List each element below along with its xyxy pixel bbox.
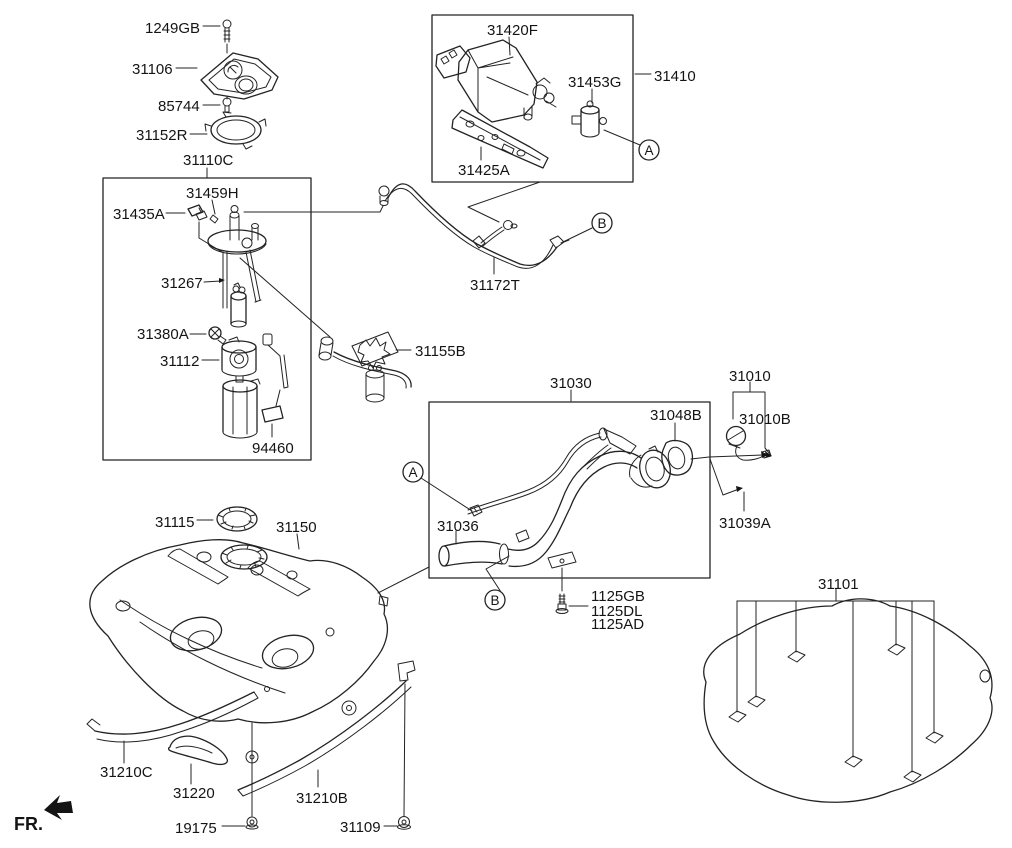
pin-31459H (209, 199, 219, 224)
marker-A-top-circle (638, 139, 660, 161)
part-label-31155B: 31155B (415, 343, 466, 360)
assembly-box-31030 (428, 401, 711, 579)
plate-31106 (175, 52, 279, 100)
part-label-31267: 31267 (161, 275, 203, 292)
screw-85744-icon (202, 95, 232, 113)
part-label-31101: 31101 (818, 576, 859, 593)
bolt-1125-icon (555, 593, 589, 614)
part-label-31010B: 31010B (739, 411, 791, 428)
part-label-1125DL: 1125DL (591, 603, 642, 620)
leader-box-to-tank (377, 566, 430, 594)
part-label-31152R: 31152R (136, 127, 188, 144)
part-label-31380A: 31380A (137, 326, 189, 343)
part-label-94460: 94460 (252, 440, 294, 457)
part-label-31106: 31106 (132, 61, 173, 78)
valve-31453G (571, 88, 607, 138)
part-label-31410: 31410 (654, 68, 696, 85)
seal-ring-31115 (196, 506, 258, 532)
reservoir-cup (222, 378, 261, 439)
bracket-plate-31425A (451, 109, 549, 169)
tank-strap-31210C (86, 691, 259, 764)
marker-A-left-label: A (408, 465, 417, 480)
canister-valve-fittings (523, 77, 557, 121)
breather-valve (583, 427, 637, 470)
part-label-31048B: 31048B (650, 407, 702, 424)
front-direction-label: FR. (14, 814, 43, 834)
filler-head (629, 445, 671, 489)
filler-pipe-assembly (467, 432, 642, 592)
screw-1249GB-icon (202, 19, 232, 54)
part-label-31210C: 31210C (100, 764, 153, 781)
nut-31109-icon (383, 683, 411, 830)
leader-gasket-to-neck (690, 454, 764, 460)
leader-box-to-tube (467, 181, 541, 223)
part-label-31036: 31036 (437, 518, 479, 535)
tube-assembly-31155B (318, 331, 412, 403)
marker-B-top-circle (591, 212, 613, 234)
part-label-31030: 31030 (550, 375, 592, 392)
leader-pump-to-tube (243, 205, 384, 213)
part-label-85744: 85744 (158, 98, 200, 115)
canister-bracket-block (435, 45, 471, 79)
heat-protector-31220 (167, 735, 228, 785)
leader-31039A (709, 458, 745, 512)
part-label-1125AD: 1125AD (591, 616, 644, 633)
part-label-31172T: 31172T (470, 277, 520, 294)
marker-B-top-label: B (597, 216, 606, 231)
fuel-filter-31112 (201, 336, 257, 383)
part-label-31109: 31109 (340, 819, 381, 836)
filler-hose-31036 (438, 530, 509, 567)
canister-31420F (457, 36, 538, 123)
part-label-31425A: 31425A (458, 162, 510, 179)
pump-plate-assembly (207, 205, 267, 309)
assembly-box-31410 (431, 14, 634, 183)
leader-markerA-top (603, 129, 641, 146)
marker-B-bottom (484, 555, 510, 611)
part-label-1125GB: 1125GB (591, 588, 645, 605)
part-label-31210B: 31210B (296, 790, 348, 807)
part-label-31150: 31150 (276, 519, 317, 536)
nut-19175-icon (221, 722, 259, 830)
marker-A-top-label: A (644, 143, 653, 158)
clip-31435A (165, 204, 223, 253)
fuel-sender-94460 (261, 333, 289, 438)
part-label-31459H: 31459H (186, 185, 239, 202)
leader-markerB-top (560, 227, 593, 244)
part-label-19175: 19175 (175, 820, 217, 837)
vapor-tube-31172T (378, 183, 570, 275)
part-label-31453G: 31453G (568, 74, 621, 91)
fuel-tank-31150 (89, 539, 389, 724)
lock-ring-31152R (189, 111, 267, 150)
part-labels: 1249GB 31106 85744 31152R 31110C 31459H … (100, 20, 859, 837)
grommet-31380A (189, 326, 227, 345)
assembly-box-31110C (102, 177, 312, 461)
part-label-31435A: 31435A (113, 206, 165, 223)
part-label-31420F: 31420F (487, 22, 538, 39)
part-label-31010: 31010 (729, 368, 771, 385)
part-label-31115: 31115 (155, 514, 195, 531)
protector-pad-31101 (703, 588, 993, 803)
leader-31267 (203, 278, 225, 283)
fuel-cap-31010B (725, 425, 768, 461)
part-label-31112: 31112 (160, 353, 200, 370)
gasket-31048B (661, 422, 694, 476)
part-label-1249GB: 1249GB (145, 20, 200, 37)
front-direction-arrow-icon (44, 795, 73, 820)
part-label-31220: 31220 (173, 785, 215, 802)
tank-strap-31210B (237, 660, 416, 797)
part-label-31110C: 31110C (183, 152, 233, 169)
part-label-31039A: 31039A (719, 515, 771, 532)
fuel-pump-motor (230, 282, 247, 328)
leader-pump-to-31155B (239, 257, 331, 338)
view-markers: A A B B (408, 143, 653, 608)
leader-31150 (296, 533, 300, 550)
marker-A-left (402, 461, 483, 517)
marker-B-bottom-label: B (490, 593, 499, 608)
